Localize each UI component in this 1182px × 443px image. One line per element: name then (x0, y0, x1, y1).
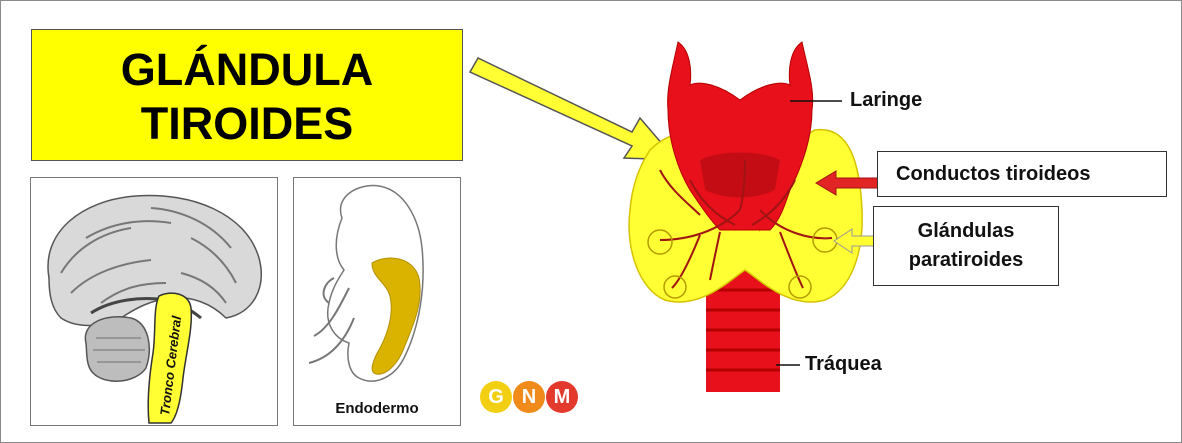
logo-letter-m: M (546, 381, 578, 413)
label-conductos: Conductos tiroideos (877, 151, 1167, 197)
label-glandulas-line1: Glándulas (918, 220, 1015, 242)
gnm-logo: G N M (480, 381, 580, 425)
label-glandulas: Glándulas paratiroides (873, 206, 1059, 286)
title-pointer-arrow (470, 58, 676, 160)
label-glandulas-line2: paratiroides (909, 249, 1023, 271)
larynx-cricoid (700, 153, 780, 198)
label-traquea: Tráquea (805, 353, 882, 376)
label-laringe: Laringe (850, 89, 922, 112)
logo-letter-g: G (480, 381, 512, 413)
logo-letter-n: N (513, 381, 545, 413)
